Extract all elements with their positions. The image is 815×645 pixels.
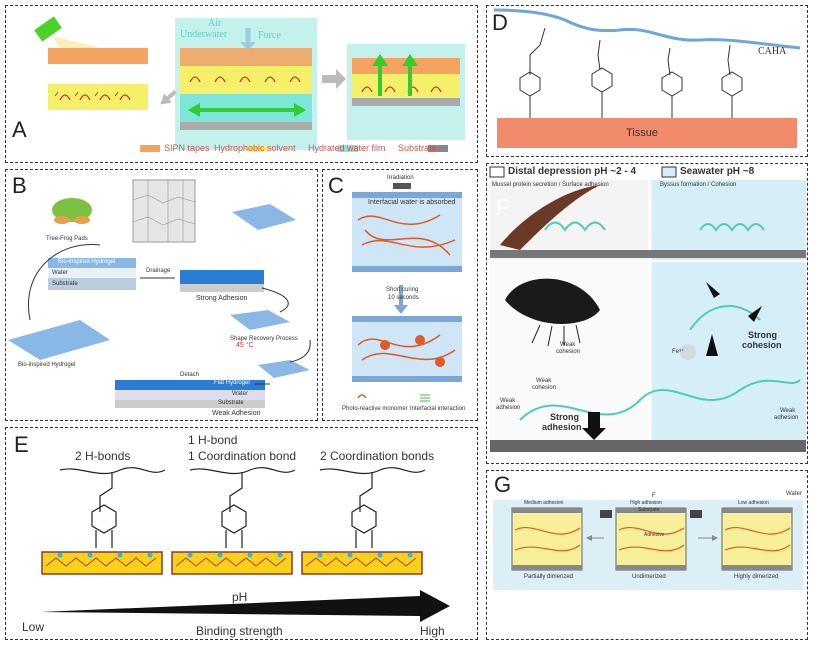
panel-b-bio-hydrogel: Bio-inspired Hydrogel <box>18 362 76 368</box>
panel-g-highly: Highly dimerized <box>734 574 779 580</box>
panel-e-col2a: 1 H-bond <box>188 433 238 447</box>
panel-f-weak-adhesion-2: adhesion <box>496 405 521 411</box>
panel-b-temp: 45 °C <box>236 342 254 349</box>
panel-g-letter: G <box>494 472 512 497</box>
panel-b-water2: Water <box>232 391 248 397</box>
panel-d-caha: CAHA <box>758 46 787 57</box>
panel-e-col1: 2 H-bonds <box>75 449 131 463</box>
panel-e-ph: pH <box>232 590 248 604</box>
panel-c-curing2: 10 seconds <box>388 295 419 301</box>
panel-f-strong-adhesion-1: Strong <box>550 412 579 422</box>
panel-b-flat-hydrogel: Flat Hydrogel <box>214 380 250 386</box>
panel-f-weak-adhesion-1: Weak <box>500 398 516 404</box>
panel-e-high: High <box>420 624 445 638</box>
panel-g-high: High adhesion <box>630 500 662 506</box>
panel-g-low: Low adhesion <box>738 500 769 506</box>
panel-f-strong-cohesion-2: cohesion <box>742 340 782 350</box>
panel-f-fe: Fe³⁺ <box>672 349 685 355</box>
panel-c <box>322 169 478 421</box>
panel-b-weak: Weak Adhesion <box>212 410 261 417</box>
panel-a-legend-1: SIPN tapes <box>164 143 210 153</box>
panel-b-water: Water <box>52 270 68 276</box>
panel-e <box>5 427 478 640</box>
panel-b-strong: Strong Adhesion <box>196 295 248 302</box>
panel-e-col3: 2 Coordination bonds <box>320 449 435 463</box>
panel-b-detach: Detach <box>180 372 200 378</box>
panel-g <box>486 470 808 640</box>
panel-g-partial: Partially dimerized <box>524 574 574 580</box>
panel-b-hydrogel-top: Bio-inspired Hydrogel <box>58 259 116 265</box>
panel-e-binding: Binding strength <box>196 624 283 638</box>
panel-b-drainage: Drainage <box>146 268 171 274</box>
panel-g-adhesive: Adhesive <box>644 532 665 538</box>
panel-c-curing1: Short curing <box>386 287 419 293</box>
panel-e-col2b: 1 Coordination bond <box>188 449 297 463</box>
panel-f-weak-cohesion-2: cohesion <box>556 349 581 355</box>
panel-a-air: Air <box>208 18 222 29</box>
panel-f-strong-adhesion-2: adhesion <box>542 422 582 432</box>
panel-a-legend-2: Hydrophobic solvent <box>214 143 296 153</box>
panel-g-substrate: Substrate <box>638 507 660 513</box>
panel-c-legend1: Photo-reactive monomer <box>342 406 408 412</box>
panel-d-tissue: Tissue <box>626 127 658 139</box>
panel-d-letter: D <box>492 10 508 35</box>
panel-f <box>486 163 808 464</box>
panel-a-legend-3: Hydrated water film <box>308 143 386 153</box>
panel-b-letter: B <box>12 173 27 198</box>
panel-a-force: Force <box>258 30 281 41</box>
panel-f-legend-left: Distal depression pH ~2 - 4 <box>508 166 637 177</box>
panel-g-undimerized: Undimerized <box>632 574 666 580</box>
panel-g-water: Water <box>786 491 802 497</box>
panel-c-absorbed: Interfacial water is absorbed <box>368 199 456 206</box>
panel-a-underwater: Underwater <box>180 29 228 40</box>
panel-f-weak-cohesion-4: cohesion <box>532 385 557 391</box>
panel-c-legend2: Interfacial interaction <box>410 406 466 412</box>
panel-g-f: F <box>652 493 656 499</box>
panel-b-frog: Tree-Frog Pads <box>46 236 88 242</box>
panel-e-low: Low <box>22 620 45 634</box>
panel-b-shape: Shape Recovery Process <box>230 336 298 342</box>
panel-b-substrate: Substrate <box>52 281 78 287</box>
panel-b-substrate2: Substrate <box>218 400 244 406</box>
panel-b <box>5 169 318 421</box>
panel-f-title-left: Mussel protein secretion / Surface adhes… <box>492 182 609 188</box>
panel-a <box>5 5 478 163</box>
panel-d <box>486 5 808 157</box>
panel-f-weak-adhesion-r1: Weak <box>780 408 796 414</box>
panel-g-medium: Medium adhesion <box>524 500 564 506</box>
panel-f-strong-cohesion-1: Strong <box>748 330 777 340</box>
panel-e-letter: E <box>14 432 29 457</box>
panel-f-weak-cohesion-1: Weak <box>560 342 576 348</box>
panel-a-letter: A <box>12 117 27 142</box>
panel-c-letter: C <box>328 173 344 198</box>
panel-f-legend-right: Seawater pH ~8 <box>680 166 755 177</box>
panel-f-title-right: Byssus formation / Cohesion <box>660 182 737 188</box>
panel-c-irradiation: Irradiation <box>387 175 414 181</box>
panel-f-weak-cohesion-3: Weak <box>536 378 552 384</box>
panel-a-legend-4: Substrate <box>398 143 437 153</box>
panel-f-weak-adhesion-r2: adhesion <box>774 415 799 421</box>
panel-f-letter: F <box>496 195 510 220</box>
